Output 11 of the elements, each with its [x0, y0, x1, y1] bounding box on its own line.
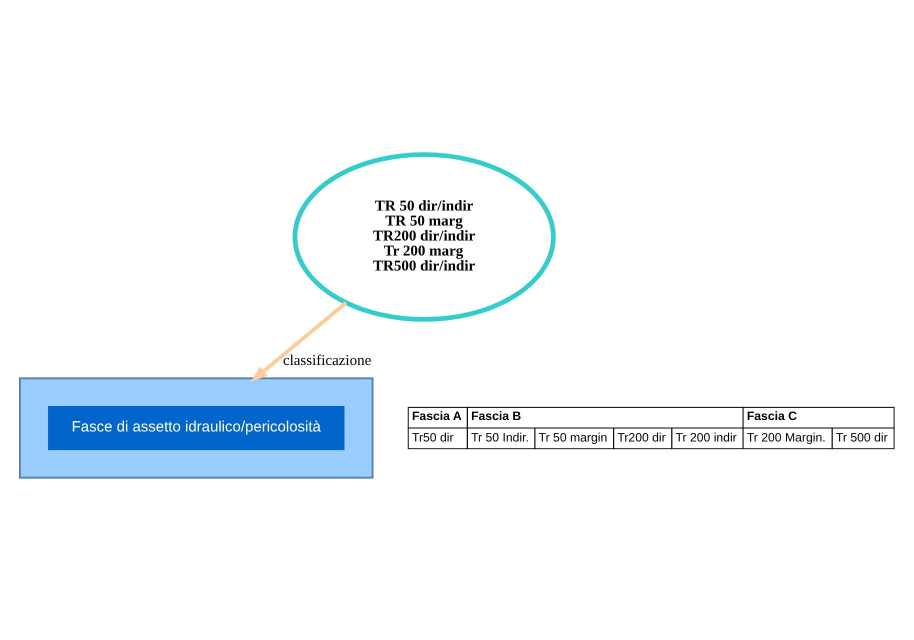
- label: Fascia A: [412, 408, 462, 423]
- label: Fascia C: [746, 408, 797, 423]
- label: Tr 50 Indir.: [471, 430, 529, 445]
- label: Tr 500 dir: [836, 430, 888, 445]
- label: Tr 200 indir: [676, 430, 737, 445]
- label: Tr 200 Margin.: [746, 430, 826, 445]
- label: Fascia B: [471, 408, 522, 423]
- label: Tr50 dir: [412, 430, 454, 445]
- label: Tr 50 margin: [538, 430, 608, 445]
- label: Tr200 dir: [617, 430, 666, 445]
- edge-label: classificazione: [282, 353, 372, 370]
